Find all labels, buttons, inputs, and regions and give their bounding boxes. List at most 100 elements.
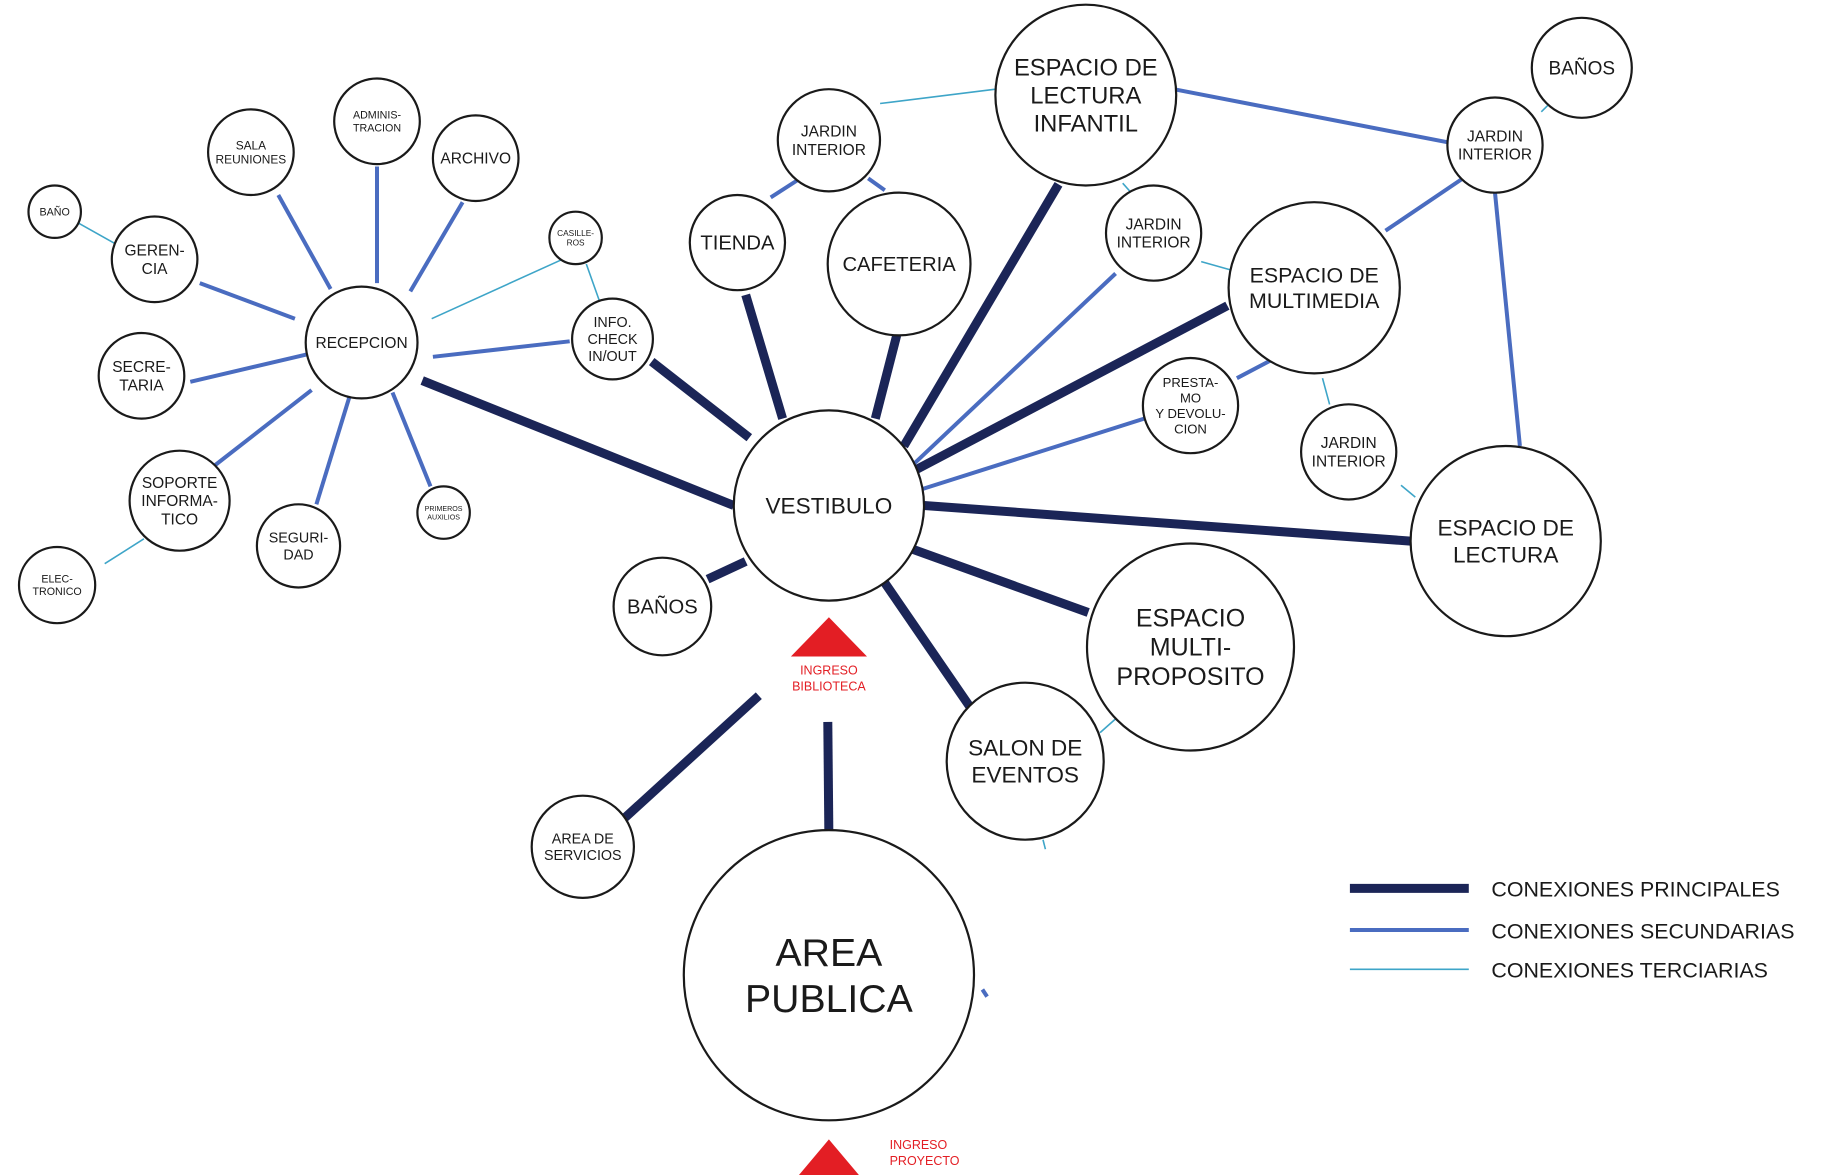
- node-label: TICO: [161, 511, 198, 528]
- node-label: DAD: [283, 547, 313, 563]
- legend-label: CONEXIONES SECUNDARIAS: [1491, 919, 1794, 943]
- node-label: SOPORTE: [142, 475, 218, 492]
- node-circle: [688, 193, 787, 292]
- node-vestibulo[interactable]: VESTIBULO: [732, 409, 926, 602]
- node-label: ROS: [567, 238, 585, 248]
- node-circle: [776, 88, 882, 193]
- node-label: INTERIOR: [792, 142, 866, 159]
- tertiary-connection: [76, 221, 116, 245]
- primary-connection: [741, 293, 787, 420]
- node-banos-vest[interactable]: BAÑOS: [612, 556, 713, 657]
- node-label: JARDIN: [1467, 128, 1523, 145]
- node-prestamo[interactable]: PRESTA-MOY DEVOLU-CION: [1141, 356, 1240, 455]
- node-label: SECRE-: [112, 359, 171, 376]
- node-label: PRIMEROS: [425, 505, 463, 513]
- node-circle: [945, 681, 1105, 841]
- node-circle: [530, 794, 636, 900]
- node-label: TRACION: [353, 122, 401, 134]
- node-administracion[interactable]: ADMINIS-TRACION: [333, 77, 421, 166]
- secondary-connection: [214, 388, 313, 467]
- node-label: EVENTOS: [971, 762, 1079, 787]
- node-bano-admin[interactable]: BAÑO: [27, 184, 83, 240]
- node-circle: [206, 108, 295, 197]
- node-label: PUBLICA: [745, 978, 914, 1021]
- tertiary-connection: [585, 263, 601, 302]
- tertiary-connection: [880, 88, 996, 105]
- node-circle: [682, 828, 976, 1122]
- primary-connection: [870, 334, 902, 420]
- secondary-connection: [1384, 176, 1465, 233]
- node-label: CASILLE-: [557, 228, 594, 238]
- secondary-connection: [408, 201, 465, 293]
- primary-connection: [911, 545, 1090, 617]
- node-label: GEREN-: [124, 243, 184, 260]
- node-banos-top[interactable]: BAÑOS: [1530, 16, 1633, 119]
- node-cafeteria[interactable]: CAFETERIA: [826, 191, 972, 337]
- node-label: MO: [1180, 390, 1201, 405]
- node-circle: [570, 297, 654, 381]
- node-circle: [255, 503, 342, 589]
- node-tienda[interactable]: TIENDA: [688, 193, 787, 292]
- node-label: INTERIOR: [1312, 454, 1386, 471]
- node-circle: [1299, 403, 1398, 501]
- secondary-connection: [390, 391, 433, 488]
- legend-label: CONEXIONES TERCIARIAS: [1491, 959, 1768, 983]
- node-label: MULTIMEDIA: [1249, 289, 1380, 313]
- node-electronico[interactable]: ELEC-TRONICO: [17, 545, 97, 625]
- node-archivo[interactable]: ARCHIVO: [431, 114, 520, 203]
- node-label: ESPACIO: [1136, 604, 1245, 632]
- tertiary-connection: [1042, 839, 1047, 850]
- node-label: INTERIOR: [1117, 235, 1191, 252]
- entrance-triangle-icon: [798, 1139, 859, 1175]
- node-label: SALON DE: [968, 736, 1082, 761]
- node-circle: [1530, 16, 1633, 119]
- node-label: REUNIONES: [216, 152, 287, 166]
- primary-connection: [648, 358, 753, 442]
- node-label: ESPACIO DE: [1250, 264, 1379, 288]
- primary-connection: [705, 557, 748, 584]
- tertiary-connection: [1200, 260, 1232, 271]
- primary-connection: [881, 580, 977, 714]
- node-seguridad[interactable]: SEGURI-DAD: [255, 503, 342, 589]
- node-recepcion[interactable]: RECEPCION: [304, 285, 419, 400]
- legend-item-primary: CONEXIONES PRINCIPALES: [1349, 878, 1780, 902]
- primary-connection: [900, 182, 1063, 449]
- node-label: BAÑO: [40, 205, 70, 218]
- node-circle: [1104, 184, 1203, 282]
- node-secretaria[interactable]: SECRE-TARIA: [97, 331, 186, 420]
- node-label: ELEC-: [41, 574, 73, 586]
- node-circle: [1141, 356, 1240, 455]
- node-circle: [826, 191, 972, 337]
- node-circle: [1409, 444, 1602, 638]
- node-circle: [612, 556, 713, 657]
- node-label: CION: [1174, 421, 1207, 436]
- node-casilleros[interactable]: CASILLE-ROS: [548, 210, 603, 266]
- node-circle: [1446, 96, 1544, 194]
- node-label: INFO.: [593, 315, 631, 331]
- node-gerencia[interactable]: GEREN-CIA: [110, 215, 199, 304]
- node-label: AREA: [776, 932, 884, 975]
- node-circle: [1085, 542, 1296, 752]
- node-label: ADMINIS-: [353, 110, 402, 122]
- node-label: CIA: [142, 261, 169, 278]
